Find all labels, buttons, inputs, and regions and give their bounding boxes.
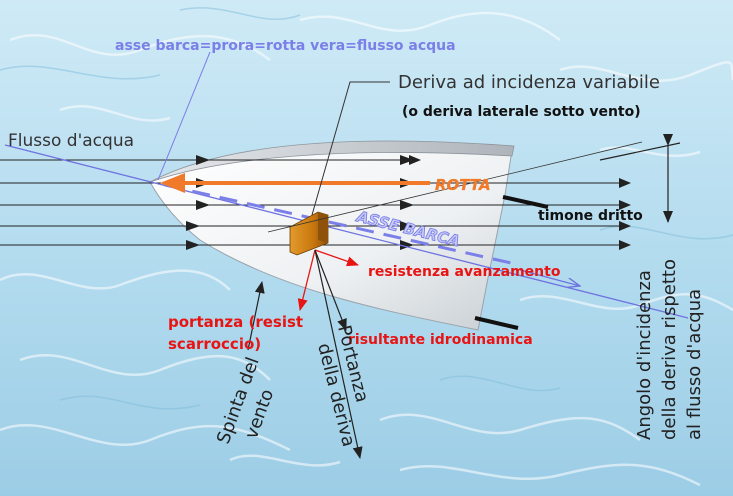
variable-keel-sublabel: (o deriva laterale sotto vento) (402, 104, 641, 120)
rudder-bottom-mark (474, 316, 519, 330)
boat-deck-rim (149, 140, 515, 183)
variable-keel-label: Deriva ad incidenza variabile (398, 72, 660, 93)
incidence-angle-label: Angolo d'incidenza (634, 270, 655, 440)
keel-chord-line (267, 141, 643, 233)
course-label: ROTTA (435, 176, 491, 194)
lift-resist-label: portanza (resist (168, 313, 303, 331)
keel-leader-line (311, 81, 390, 216)
lift-resist-sublabel: scarroccio) (168, 335, 261, 353)
course-arrow (160, 173, 430, 193)
incidence-angle-sublabel-2: al flusso d'acqua (684, 289, 705, 440)
flow-mid-arrowheads (186, 155, 414, 250)
wind-thrust-arrow (247, 281, 265, 351)
rudder-straight-label: timone dritto (538, 208, 643, 224)
axis-label-leader (157, 51, 211, 181)
hydrodynamic-resultant-label: risultante idrodinamica (348, 332, 533, 348)
incidence-angle-sublabel: della deriva rispetto (659, 259, 680, 440)
water-caustics (0, 11, 733, 487)
variable-keel (289, 211, 329, 256)
boat-axis-arrow (519, 269, 580, 286)
boat-axis-dashed (164, 183, 521, 267)
rudder-straight-mark (502, 195, 549, 209)
water-flow-label: Flusso d'acqua (8, 131, 134, 151)
forward-resistance-label: resistenza avanzamento (368, 264, 561, 280)
keel-forces (297, 249, 363, 459)
boat-axis-equation-label: asse barca=prora=rotta vera=flusso acqua (115, 38, 456, 54)
boat-axis-line (4, 144, 689, 319)
water-caustics-dark (0, 7, 733, 410)
incidence-angle-marker (599, 134, 681, 223)
